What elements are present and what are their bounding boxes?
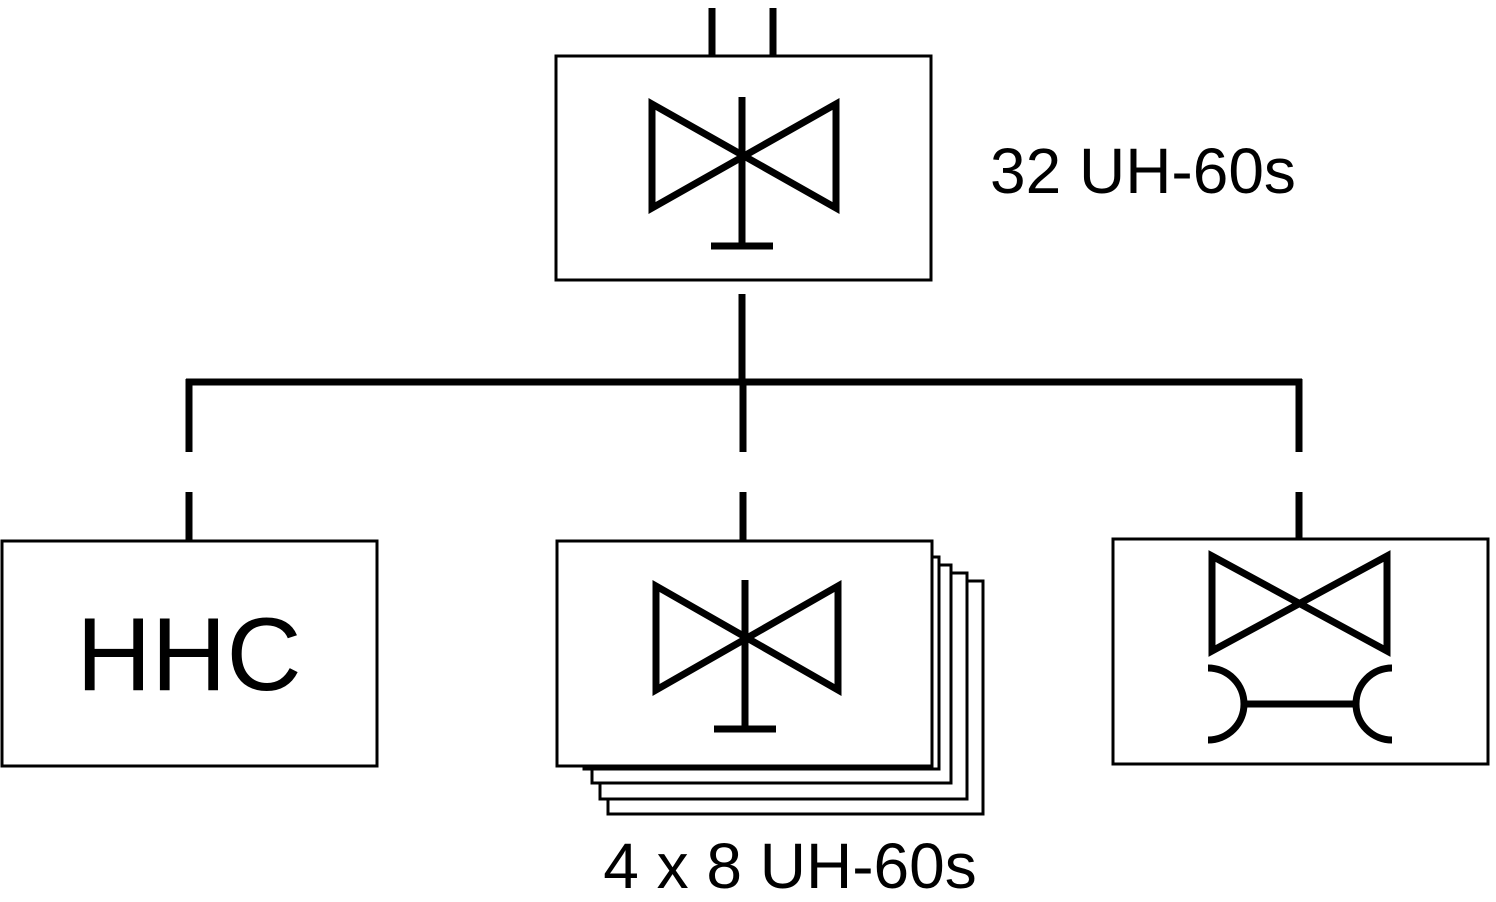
parent-unit-box[interactable] (554, 54, 933, 282)
tree-connectors (185, 294, 1303, 540)
maintenance-box[interactable] (1111, 537, 1490, 766)
assault-helicopter-company-icon (652, 579, 842, 733)
hhc-label: HHC (76, 597, 301, 713)
assault-helicopter-unit-icon (648, 97, 840, 250)
company-stack[interactable] (555, 539, 985, 816)
upper-connectors (708, 8, 777, 55)
parent-strength-label: 32 UH-60s (990, 135, 1296, 207)
aviation-maintenance-icon (1207, 550, 1393, 744)
company-strength-label: 4 x 8 UH-60s (603, 830, 976, 902)
hhc-box[interactable]: HHC (0, 539, 379, 768)
